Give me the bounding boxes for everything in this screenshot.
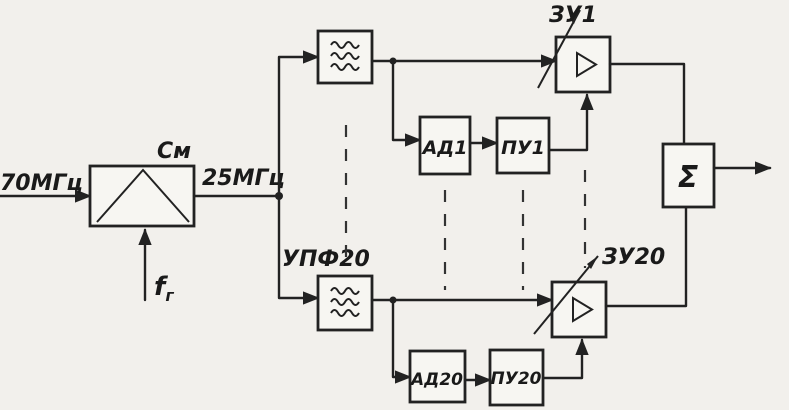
detector-20-label: АД20: [409, 370, 463, 390]
node-1-to-detector-1: [391, 59, 422, 147]
bus-to-filter-20: [277, 194, 320, 305]
amplifier-1-to-attenuator-1: [547, 93, 594, 152]
filter-20-label: УПФ20: [282, 247, 370, 272]
amplifier-20-block: [488, 348, 545, 407]
amplifier-20-to-attenuator-20: [541, 338, 589, 380]
intermediate-frequency-label: 25МГц: [202, 166, 285, 191]
attenuator-1-to-summator: [608, 62, 686, 146]
filter-20-block: [316, 274, 374, 332]
attenuator-1-label: ЗУ1: [548, 3, 597, 28]
heterodyne-frequency-label: fг: [154, 272, 174, 305]
detector-1-block: [418, 115, 472, 176]
detector-20-block: [408, 349, 467, 404]
amplifier-1-label: ПУ1: [501, 137, 545, 159]
node-20-to-detector-20: [391, 298, 412, 384]
attenuator-20-to-summator: [604, 205, 688, 308]
attenuator-20-label: ЗУ20: [601, 245, 665, 270]
mixer-block: [88, 164, 196, 228]
mixer-label: См: [157, 139, 191, 164]
amplifier-1-block: [495, 116, 551, 175]
summator-label: Σ: [678, 160, 699, 195]
detector-1-label: АД1: [421, 137, 468, 159]
bus-to-filter-1: [277, 50, 320, 198]
input-frequency-label: 70МГц: [0, 171, 83, 196]
summator-block: [661, 142, 716, 209]
filter-1-block: [316, 29, 374, 85]
amplifier-20-label: ПУ20: [491, 369, 542, 389]
attenuator-20-block: [533, 255, 608, 339]
